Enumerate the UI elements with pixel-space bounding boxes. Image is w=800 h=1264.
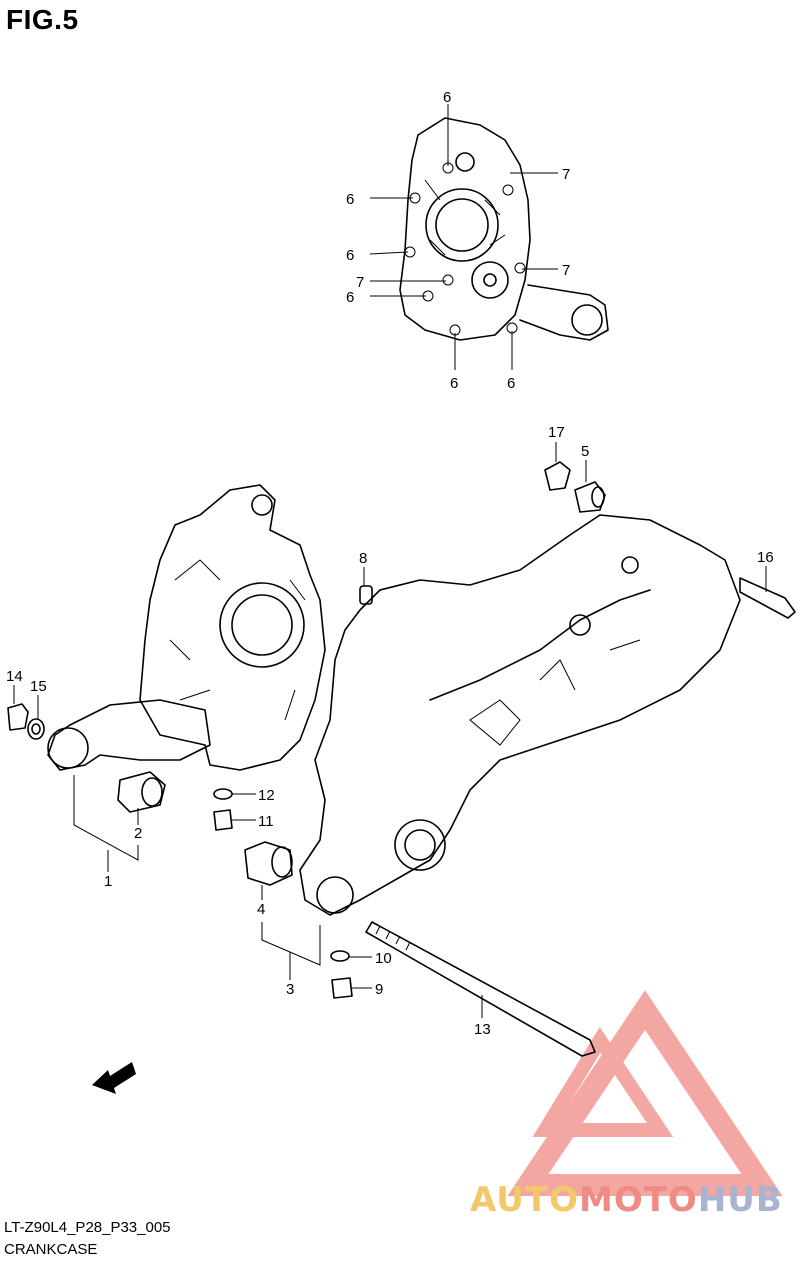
leader-lines [13,104,767,1018]
callout-17: 17 [548,424,565,441]
figure-title: FIG.5 [6,4,79,35]
callout-9: 9 [375,981,383,998]
watermark-text: AUTOMOTOHUB [470,1180,783,1220]
crankcase-cover [399,117,609,341]
diagram-code: LT-Z90L4_P28_P33_005 [4,1219,171,1236]
callout-7-lower-right: 7 [562,262,570,279]
callout-7-upper-right: 7 [562,166,570,183]
callout-1: 1 [104,873,112,890]
callout-6-upper-left: 6 [346,191,354,208]
watermark-hub: HUB [697,1180,783,1220]
callout-15: 15 [30,678,47,695]
callout-14: 14 [6,668,23,685]
callout-6-middle-left: 6 [346,247,354,264]
callout-2: 2 [134,825,142,842]
callout-3: 3 [286,981,294,998]
callout-6-bottom-left: 6 [450,375,458,392]
callout-6-lower-left: 6 [346,289,354,306]
callout-12: 12 [258,787,275,804]
watermark-logo-icon [507,990,783,1196]
small-parts [7,461,796,1057]
callout-5: 5 [581,443,589,460]
callout-16: 16 [757,549,774,566]
callout-6-bottom-right: 6 [507,375,515,392]
callout-11: 11 [258,813,274,830]
callout-4: 4 [257,901,265,918]
watermark-moto: MOTO [578,1180,698,1220]
watermark-auto: AUTO [470,1180,579,1220]
right-crankcase [244,514,741,916]
fwd-arrow-icon [92,1062,136,1094]
callout-7-left: 7 [356,274,364,291]
diagram-name: CRANKCASE [4,1241,98,1258]
callout-13: 13 [474,1021,491,1038]
callout-10: 10 [375,950,392,967]
callout-labels: 6 6 6 6 6 6 7 7 7 17 5 16 8 14 15 12 11 … [6,89,774,1038]
callout-6-top: 6 [443,89,451,106]
callout-8: 8 [359,550,367,567]
left-crankcase [47,484,326,813]
